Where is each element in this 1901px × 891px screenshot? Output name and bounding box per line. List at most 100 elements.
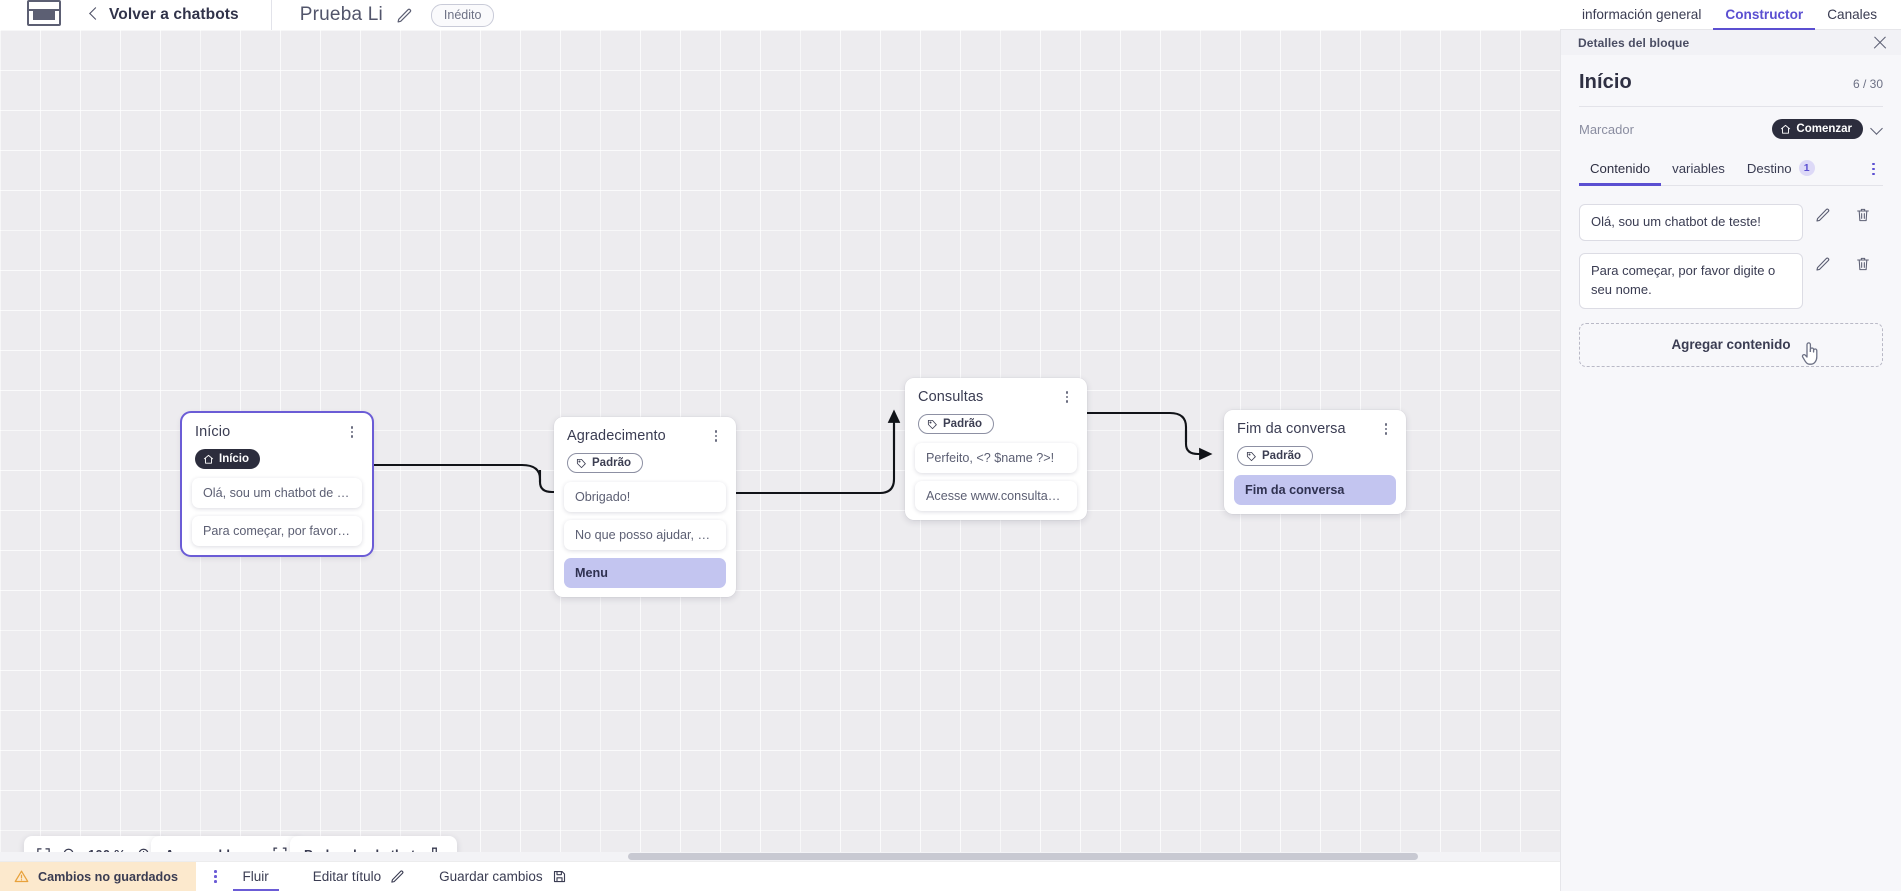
flow-node-fim-da-conversa[interactable]: Fim da conversa Padrão Fim da conversa <box>1224 410 1406 514</box>
content-text[interactable]: Para começar, por favor digite o seu nom… <box>1579 252 1803 309</box>
marker-label: Marcador <box>1579 121 1634 137</box>
node-tag-label: Início <box>219 453 250 465</box>
node-header: Consultas <box>915 389 1077 405</box>
top-bar: Volver a chatbots Prueba Li Inédito <box>0 0 1560 48</box>
edit-title-pencil-icon[interactable] <box>396 7 413 24</box>
edit-title-button[interactable]: Editar título <box>313 869 405 884</box>
tab-contenido[interactable]: Contenido <box>1579 154 1662 186</box>
tag-icon <box>1246 451 1256 461</box>
close-icon[interactable] <box>1873 36 1887 50</box>
panel-tabs-kebab-icon[interactable] <box>1868 157 1879 182</box>
panel-body: Início 6 / 30 Marcador Comenzar Contenid… <box>1561 55 1901 367</box>
content-item-actions <box>1803 253 1883 272</box>
chevron-down-icon[interactable] <box>1871 123 1883 135</box>
marker-row: Marcador Comenzar <box>1579 107 1883 149</box>
node-message-accent[interactable]: Fim da conversa <box>1234 474 1396 505</box>
tab-contenido-label: Contenido <box>1590 160 1651 176</box>
back-chevron-icon[interactable] <box>85 6 103 24</box>
node-message[interactable]: Obrigado! <box>564 481 726 512</box>
home-icon <box>203 454 214 464</box>
node-menu-kebab-icon[interactable] <box>1060 389 1074 405</box>
node-tag-label: Padrão <box>1262 450 1301 462</box>
canvas-horizontal-scrollbar[interactable] <box>0 852 1560 861</box>
tag-icon <box>576 458 586 468</box>
panel-tabs: Contenido variables Destino 1 <box>1579 153 1883 186</box>
flow-node-consultas[interactable]: Consultas Padrão Perfeito, <? $name ?>! … <box>905 378 1087 520</box>
edit-title-label: Editar título <box>312 869 382 884</box>
node-message[interactable]: Perfeito, <? $name ?>! <box>915 442 1077 473</box>
node-header: Fim da conversa <box>1234 421 1396 437</box>
node-menu-kebab-icon[interactable] <box>345 424 359 440</box>
tab-variables[interactable]: variables <box>1661 154 1736 185</box>
block-title: Início <box>1579 71 1632 93</box>
node-tag-row: Padrão <box>564 444 726 474</box>
node-message[interactable]: Olá, sou um chatbot de teste! <box>192 477 362 508</box>
node-message[interactable]: Para começar, por favor digite o ... <box>192 515 362 546</box>
node-tag-badge: Padrão <box>1237 446 1313 466</box>
node-tag-badge: Padrão <box>918 414 994 434</box>
tag-icon <box>927 419 937 429</box>
tab-constructor[interactable]: Constructor <box>1713 7 1815 30</box>
edit-content-pencil-icon[interactable] <box>1803 256 1843 272</box>
block-counter: 6 / 30 <box>1852 77 1883 91</box>
app-logo[interactable] <box>27 0 61 26</box>
edit-content-pencil-icon[interactable] <box>1803 207 1843 223</box>
home-icon <box>1781 124 1791 134</box>
fit-screen-icon[interactable] <box>36 847 51 862</box>
node-tag-row: Padrão <box>1234 437 1396 467</box>
tab-informacion-general[interactable]: información general <box>1582 7 1702 22</box>
divider <box>1579 106 1883 107</box>
node-messages: Fim da conversa <box>1234 474 1396 505</box>
node-title: Fim da conversa <box>1237 421 1346 437</box>
tab-destino-badge: 1 <box>1798 160 1815 176</box>
delete-content-trash-icon[interactable] <box>1843 256 1883 272</box>
tab-fluir[interactable]: Fluir <box>232 862 280 891</box>
content-item-actions <box>1803 204 1883 223</box>
panel-header-title: Detalles del bloque <box>1578 35 1690 50</box>
toolbar-divider <box>270 0 272 48</box>
marker-badge[interactable]: Comenzar <box>1772 119 1863 139</box>
tab-variables-label: variables <box>1672 160 1725 176</box>
node-message[interactable]: Acesse www.consultas.com par... <box>915 480 1077 511</box>
statusbar-kebab-icon[interactable] <box>213 870 217 883</box>
node-message[interactable]: No que posso ajudar, <? $name ... <box>564 519 726 550</box>
node-header: Agradecimento <box>564 428 726 444</box>
marker-value-group: Comenzar <box>1772 119 1883 139</box>
content-item: Para começar, por favor digite o seu nom… <box>1579 252 1883 309</box>
flow-node-inicio[interactable]: Início Início Olá, sou um chatbot de tes… <box>182 413 372 555</box>
node-tag-badge: Início <box>195 449 261 469</box>
delete-content-trash-icon[interactable] <box>1843 207 1883 223</box>
node-menu-kebab-icon[interactable] <box>1379 421 1393 437</box>
warning-icon <box>14 870 29 883</box>
node-tag-row: Início <box>192 440 362 470</box>
node-header: Início <box>192 424 362 440</box>
node-title: Início <box>195 424 231 440</box>
node-messages: Perfeito, <? $name ?>! Acesse www.consul… <box>915 442 1077 511</box>
flow-canvas[interactable]: Início Início Olá, sou um chatbot de tes… <box>0 30 1560 861</box>
flow-node-agradecimento[interactable]: Agradecimento Padrão Obrigado! No que po… <box>554 417 736 597</box>
tab-destino[interactable]: Destino 1 <box>1736 153 1826 185</box>
right-top-tabs: información general Constructor Canales <box>1560 0 1901 30</box>
save-changes-label: Guardar cambios <box>439 869 543 884</box>
status-badge: Inédito <box>430 3 495 27</box>
node-tag-label: Padrão <box>592 457 631 469</box>
panel-title-row: Início 6 / 30 <box>1579 55 1883 106</box>
add-content-button[interactable]: Agregar contenido <box>1579 322 1883 367</box>
node-tag-badge: Padrão <box>567 453 643 473</box>
node-title: Consultas <box>918 389 984 405</box>
content-item: Olá, sou um chatbot de teste! <box>1579 204 1883 241</box>
node-title: Agradecimento <box>567 428 666 444</box>
scrollbar-thumb[interactable] <box>628 853 1418 860</box>
node-menu-kebab-icon[interactable] <box>709 428 723 444</box>
save-icon <box>552 869 567 884</box>
node-message-accent[interactable]: Menu <box>564 557 726 588</box>
unsaved-changes-banner: Cambios no guardados <box>0 861 196 891</box>
block-details-panel: Detalles del bloque Início 6 / 30 Marcad… <box>1560 30 1901 891</box>
save-changes-button[interactable]: Guardar cambios <box>439 869 567 884</box>
tab-canales[interactable]: Canales <box>1827 7 1878 22</box>
pencil-icon <box>390 869 405 884</box>
unsaved-changes-label: Cambios no guardados <box>38 869 178 884</box>
back-to-chatbots-link[interactable]: Volver a chatbots <box>109 6 239 23</box>
node-messages: Olá, sou um chatbot de teste! Para começ… <box>192 477 362 546</box>
content-text[interactable]: Olá, sou um chatbot de teste! <box>1579 204 1803 241</box>
